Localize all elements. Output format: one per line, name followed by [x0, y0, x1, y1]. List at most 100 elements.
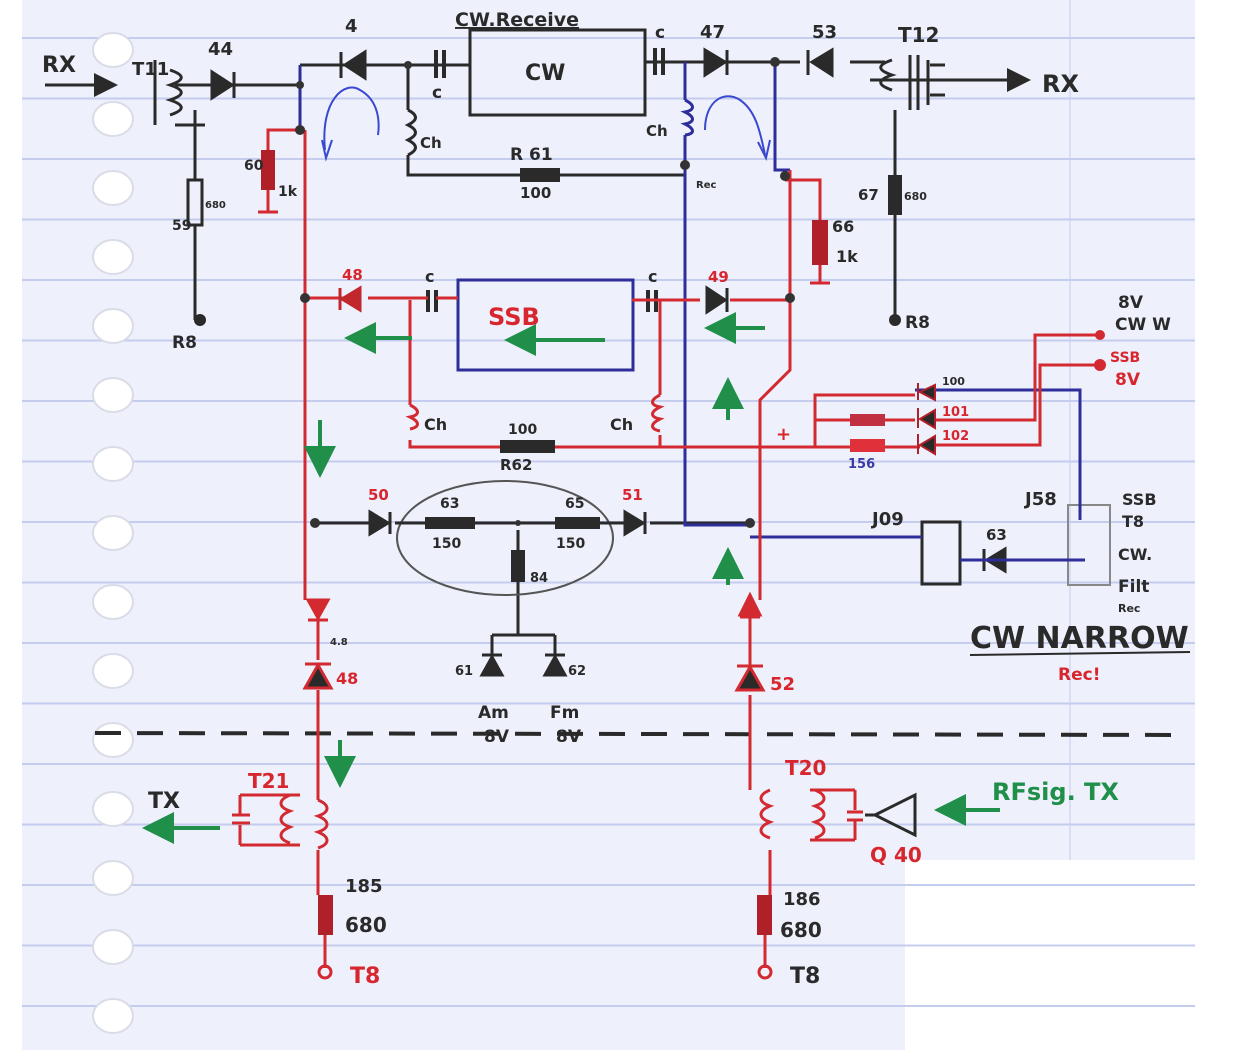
label-r61-value: 100: [520, 184, 551, 202]
label-fm-8v: 8V: [556, 727, 582, 747]
label-d50: 50: [368, 486, 389, 504]
tank-t20: [810, 788, 857, 842]
label-d101: 101: [942, 405, 969, 420]
label-c2: c: [655, 23, 665, 43]
red-wires: +: [232, 128, 1106, 980]
coil-t21: [313, 798, 329, 850]
label-ssb-t8: SSB: [1122, 490, 1157, 509]
label-am-8v: 8V: [484, 727, 510, 747]
label-ssb-box: SSB: [488, 303, 540, 331]
resistor-59: [186, 178, 204, 227]
label-t8-j: T8: [1122, 512, 1144, 531]
label-r84: 84: [530, 571, 548, 586]
label-d100: 100: [942, 375, 965, 388]
choke-ch3: [405, 403, 419, 431]
label-r156: 156: [848, 457, 875, 472]
binder-hole: [92, 653, 134, 689]
choke-ch2: [680, 98, 694, 137]
binder-hole: [92, 791, 134, 827]
label-ch3: Ch: [424, 415, 447, 434]
label-d48-voltage: 4.8: [330, 637, 348, 648]
label-rf-sig-tx: RFsig. TX: [992, 778, 1119, 806]
choke-ch4: [651, 393, 665, 433]
label-cw-w: CW W: [1115, 315, 1171, 335]
label-d61: 61: [455, 664, 473, 679]
label-r59: 59: [172, 218, 191, 234]
label-j58: J58: [1023, 489, 1057, 510]
binder-hole: [92, 308, 134, 344]
label-r186: 186: [783, 889, 821, 910]
divider-dashed: [94, 731, 1186, 737]
resistor-r62: [500, 440, 555, 453]
label-d47: 47: [700, 22, 725, 43]
label-cw-receive: CW.Receive: [455, 9, 579, 31]
transformer-t11: [153, 60, 205, 127]
resistor-63: [425, 517, 475, 529]
choke-ch1: [404, 108, 417, 157]
label-r63: 63: [440, 496, 459, 512]
label-8v-ssb: 8V: [1115, 370, 1141, 390]
binder-hole: [92, 584, 134, 620]
binder-hole: [92, 860, 134, 896]
label-c1: c: [432, 83, 442, 103]
label-d62: 62: [568, 664, 586, 679]
binder-hole: [92, 998, 134, 1034]
label-r66: 66: [832, 217, 854, 236]
label-r67: 67: [858, 186, 879, 204]
label-cw-box: CW: [525, 61, 565, 86]
resistor-r61: [520, 168, 560, 182]
label-8v-cw: 8V: [1118, 293, 1144, 313]
label-c4: c: [648, 267, 657, 286]
cw-filter-box: [468, 28, 647, 117]
coil-t20: [759, 788, 775, 840]
binder-hole: [92, 722, 134, 758]
label-d63: 63: [986, 526, 1007, 544]
rx-path-wires: [45, 28, 1191, 656]
label-r8-left: R8: [172, 333, 197, 353]
jumper-j58: [1067, 504, 1111, 586]
label-t21: T21: [248, 769, 289, 793]
label-r62: R62: [500, 456, 532, 474]
tank-t21: [238, 793, 300, 847]
resistor-67: [888, 175, 902, 215]
label-q40: Q 40: [870, 843, 922, 867]
label-t11: T11: [132, 59, 169, 80]
label-d49: 49: [708, 268, 729, 286]
label-r61: R 61: [510, 145, 553, 165]
label-rx-in: RX: [42, 53, 76, 78]
signal-flow-arrows: [142, 312, 1000, 844]
label-am: Am: [478, 703, 509, 723]
junction-dots: [295, 57, 795, 528]
label-r185-value: 680: [345, 913, 387, 937]
resistor-66: [812, 220, 828, 265]
binder-hole: [92, 515, 134, 551]
label-r67-value: 680: [904, 190, 927, 203]
label-d51: 51: [622, 486, 643, 504]
binder-hole: [92, 446, 134, 482]
label-d53: 53: [812, 22, 837, 43]
binder-hole: [92, 32, 134, 68]
title-cw-narrow: CW NARROW: [970, 621, 1189, 656]
binder-hole: [92, 239, 134, 275]
label-r59-value: 680: [205, 200, 226, 211]
resistor-65: [555, 517, 600, 529]
label-ch2: Ch: [646, 122, 668, 140]
label-t8-left: T8: [350, 964, 380, 989]
resistor-185: [318, 895, 333, 935]
binder-hole: [92, 929, 134, 965]
label-r185: 185: [345, 876, 383, 897]
label-r66-value: 1k: [836, 247, 858, 266]
label-d48-bottom: 48: [336, 669, 358, 688]
resistor-186: [757, 895, 772, 935]
plus-sign: +: [776, 424, 791, 445]
transformer-t12: [879, 55, 945, 110]
jumper-j09: [920, 520, 962, 586]
label-d102: 102: [942, 429, 969, 444]
labels: RX T11 44 4 CW.Receive CW c c 47 53 T12 …: [42, 9, 1189, 989]
label-rec-j: Rec: [1118, 602, 1140, 615]
label-r8-right: R8: [905, 313, 930, 333]
resistor-84: [511, 550, 525, 582]
diodes-black: [210, 47, 1007, 677]
